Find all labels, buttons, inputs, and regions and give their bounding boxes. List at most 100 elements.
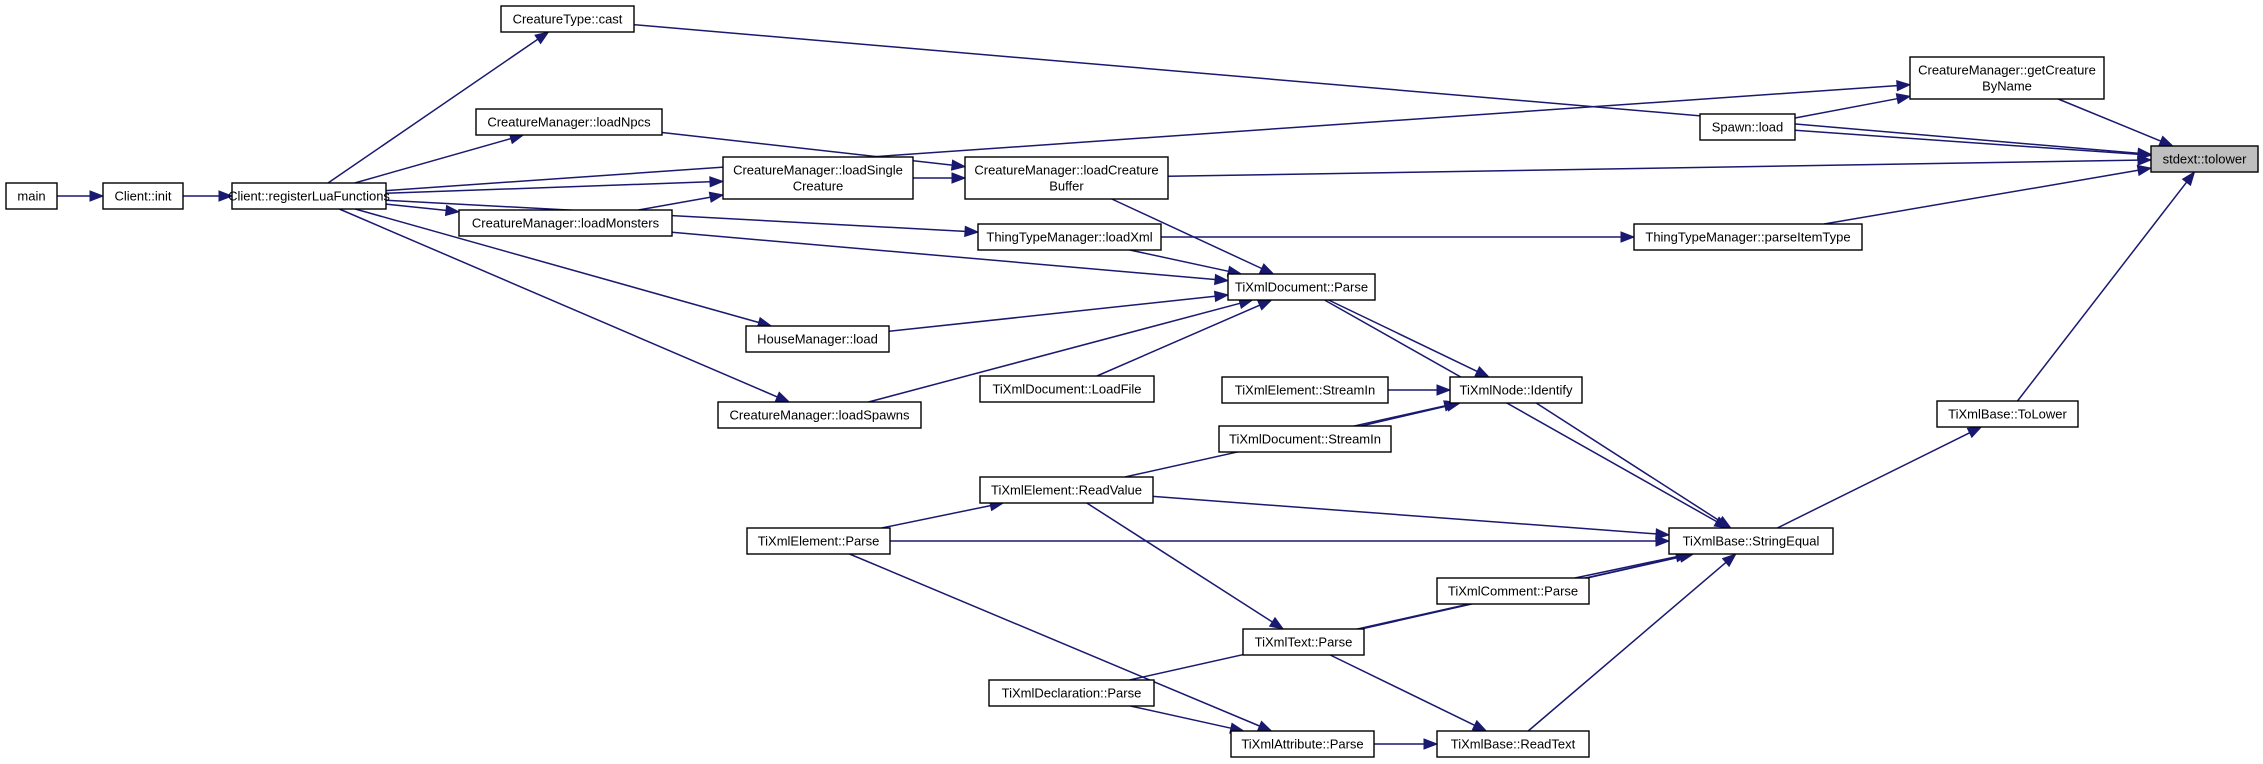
node-box[interactable] (1436, 577, 1590, 605)
edge-ttm_loadxml-to-ttm_parseitem (1161, 231, 1636, 243)
edge-line (1776, 432, 1970, 529)
node-box[interactable] (231, 182, 387, 210)
node-label: stdext::tolower (2163, 152, 2247, 167)
node-tolower[interactable]: stdext::tolower (2150, 145, 2259, 173)
node-ttm_loadxml[interactable]: ThingTypeManager::loadXml (977, 223, 1162, 251)
node-box[interactable] (988, 679, 1155, 707)
edge-txel_readvalue-to-txbase_strequal (1152, 495, 1671, 540)
node-txcomment_parse[interactable]: TiXmlComment::Parse (1436, 577, 1590, 605)
node-box[interactable] (746, 527, 891, 555)
arrow-head (1256, 299, 1273, 311)
node-box[interactable] (1633, 223, 1863, 251)
edge-register-to-cm_monsters (385, 203, 461, 217)
arrow-head (2137, 154, 2153, 166)
node-register[interactable]: Client::registerLuaFunctions (228, 182, 390, 210)
edge-spawn_load-to-cm_getbyname (1794, 93, 1912, 119)
arrow-head (2158, 135, 2175, 147)
node-spawn_load[interactable]: Spawn::load (1699, 113, 1796, 141)
node-txel_streamin[interactable]: TiXmlElement::StreamIn (1221, 376, 1389, 404)
node-box[interactable] (979, 476, 1154, 504)
edge-cm_getbyname-to-tolower (2057, 98, 2175, 147)
node-box[interactable] (1227, 273, 1376, 301)
edge-line (1794, 97, 1898, 119)
edge-line (1130, 705, 1232, 729)
arrow-head (1268, 616, 1285, 630)
node-box[interactable] (500, 5, 635, 33)
node-box[interactable] (1230, 730, 1375, 758)
node-box[interactable] (717, 401, 922, 429)
node-label: TiXmlText::Parse (1255, 635, 1353, 650)
node-txdoc_parse[interactable]: TiXmlDocument::Parse (1227, 273, 1376, 301)
node-cm_monsters[interactable]: CreatureManager::loadMonsters (458, 209, 673, 237)
node-box[interactable] (1449, 376, 1583, 404)
edge-line (2016, 181, 2188, 402)
node-box[interactable] (458, 209, 673, 237)
node-label: CreatureManager::loadSpawns (730, 408, 910, 423)
edge-txbase_readtext-to-txbase_strequal (1527, 553, 1737, 732)
node-box[interactable] (722, 156, 914, 200)
node-box[interactable] (1221, 376, 1389, 404)
node-box[interactable] (1242, 628, 1365, 656)
node-ct_cast[interactable]: CreatureType::cast (500, 5, 635, 33)
node-box[interactable] (1436, 730, 1590, 758)
node-txnode_identify[interactable]: TiXmlNode::Identify (1449, 376, 1583, 404)
node-txdecl_parse[interactable]: TiXmlDeclaration::Parse (988, 679, 1155, 707)
node-label: Spawn::load (1712, 120, 1784, 135)
edge-txel_readvalue-to-txtext_parse (1086, 502, 1285, 630)
node-txdoc_streamin[interactable]: TiXmlDocument::StreamIn (1218, 425, 1392, 453)
edge-register-to-cm_spawns (339, 208, 791, 403)
edge-txdoc_loadfile-to-txdoc_parse (1096, 299, 1273, 377)
edge-line (888, 295, 1216, 333)
arrow-head (708, 191, 725, 203)
node-box[interactable] (1909, 56, 2105, 100)
edge-line (1574, 555, 1677, 579)
node-box[interactable] (102, 182, 184, 210)
node-label: ByName (1982, 79, 2032, 94)
node-box[interactable] (977, 223, 1162, 251)
node-box[interactable] (964, 156, 1169, 200)
node-box[interactable] (1218, 425, 1392, 453)
node-label: CreatureManager::loadSingle (733, 163, 903, 178)
node-box[interactable] (979, 375, 1155, 403)
node-txbase_tolower[interactable]: TiXmlBase::ToLower (1936, 400, 2079, 428)
node-client_init[interactable]: Client::init (102, 182, 184, 210)
edge-line (2057, 98, 2162, 142)
edge-line (671, 231, 1216, 281)
node-txel_readvalue[interactable]: TiXmlElement::ReadValue (979, 476, 1154, 504)
arrow-head (1655, 528, 1671, 540)
node-label: main (17, 189, 45, 204)
node-label: TiXmlNode::Identify (1460, 383, 1573, 398)
node-txbase_readtext[interactable]: TiXmlBase::ReadText (1436, 730, 1590, 758)
node-txel_parse[interactable]: TiXmlElement::Parse (746, 527, 891, 555)
node-box[interactable] (745, 325, 890, 353)
node-box[interactable] (1668, 527, 1834, 555)
node-box[interactable] (475, 108, 663, 136)
node-txtext_parse[interactable]: TiXmlText::Parse (1242, 628, 1365, 656)
node-txattr_parse[interactable]: TiXmlAttribute::Parse (1230, 730, 1375, 758)
edge-ttm_parseitem-to-tolower (1823, 164, 2153, 225)
node-box[interactable] (2150, 145, 2259, 173)
edge-client_init-to-register (183, 190, 234, 202)
arrow-head (89, 190, 105, 202)
node-txdoc_loadfile[interactable]: TiXmlDocument::LoadFile (979, 375, 1155, 403)
node-box[interactable] (1936, 400, 2079, 428)
node-hm_load[interactable]: HouseManager::load (745, 325, 890, 353)
node-main[interactable]: main (5, 182, 58, 210)
arrow-head (1258, 263, 1275, 275)
edge-line (633, 23, 2139, 155)
node-ttm_parseitem[interactable]: ThingTypeManager::parseItemType (1633, 223, 1863, 251)
arrow-head (1214, 273, 1230, 286)
arrow-head (951, 172, 967, 184)
nodes-layer: main Client::init Client::registerLuaFunct… (5, 5, 2259, 758)
edge-line (849, 553, 1260, 727)
node-box[interactable] (1699, 113, 1796, 141)
edge-line (354, 208, 760, 324)
node-cm_npcs[interactable]: CreatureManager::loadNpcs (475, 108, 663, 136)
node-txbase_strequal[interactable]: TiXmlBase::StringEqual (1668, 527, 1834, 555)
node-box[interactable] (5, 182, 58, 210)
node-cm_spawns[interactable]: CreatureManager::loadSpawns (717, 401, 922, 429)
arrow-head (709, 176, 725, 188)
